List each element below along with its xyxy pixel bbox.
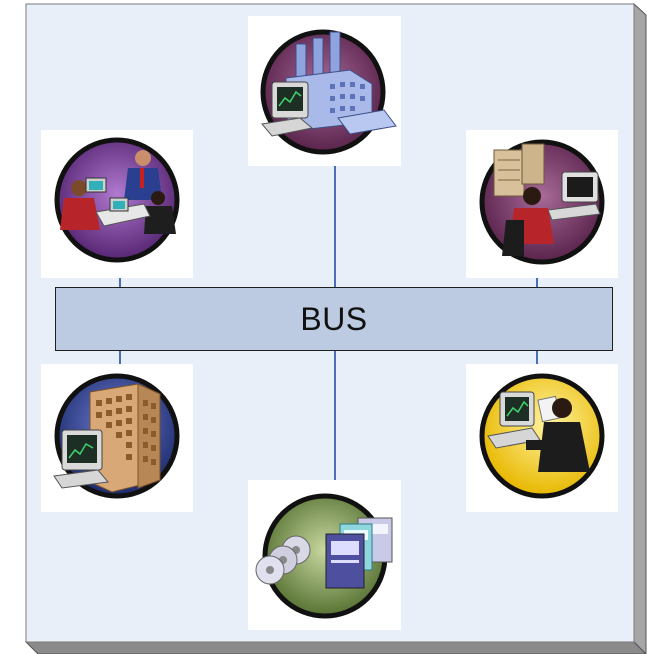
bus-bar: BUS — [55, 287, 613, 351]
panel-shadow-right — [633, 2, 647, 654]
analyst-workstation-icon — [479, 373, 605, 499]
office-building-computer-icon — [53, 373, 180, 499]
factory-workstation-icon — [260, 29, 397, 155]
server-operator-icon — [479, 139, 605, 265]
bus-label: BUS — [300, 300, 368, 337]
meeting-team-icon — [54, 137, 180, 263]
panel-shadow-bottom — [24, 641, 647, 654]
data-storage-icon — [255, 493, 393, 619]
